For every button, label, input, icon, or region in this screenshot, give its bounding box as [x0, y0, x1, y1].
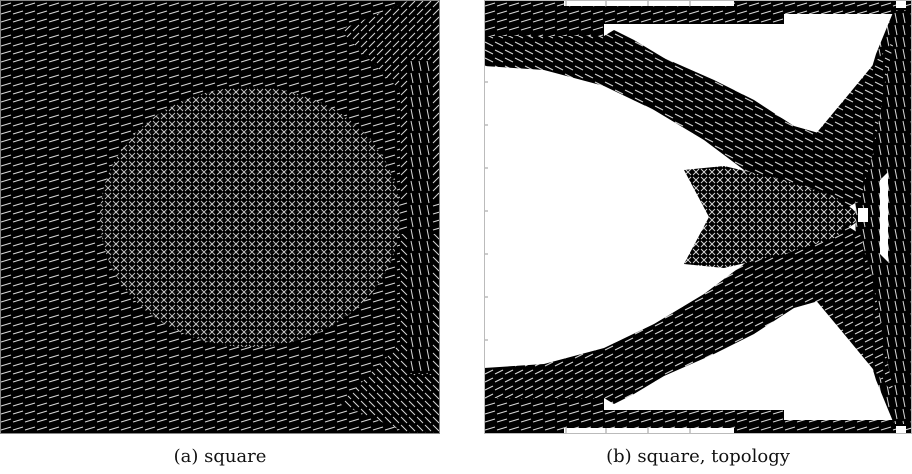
- topology-design-panel: [484, 0, 912, 434]
- top-chord: [484, 0, 912, 36]
- small-hole: [858, 208, 868, 222]
- cross-fiber-core: [100, 87, 400, 347]
- square-design-panel: [0, 0, 440, 434]
- caption-square: (a) square: [173, 446, 267, 467]
- bottom-chord: [484, 398, 912, 434]
- square-fiber-orientation-plot: [0, 0, 440, 434]
- caption-square-topology: (b) square, topology: [606, 446, 790, 467]
- bottom-right-notch: [896, 426, 906, 434]
- right-edge-vertical-fibers: [408, 60, 432, 374]
- topology-fiber-orientation-plot: [484, 0, 912, 434]
- panel-border: [0, 0, 440, 434]
- upper-right-web: [814, 40, 894, 210]
- lower-right-web: [814, 224, 894, 394]
- lower-diagonal-member: [484, 214, 864, 404]
- top-right-notch: [896, 0, 906, 8]
- crossing-node: [684, 166, 864, 268]
- right-slot-hole: [880, 172, 888, 262]
- upper-diagonal-member: [484, 30, 864, 220]
